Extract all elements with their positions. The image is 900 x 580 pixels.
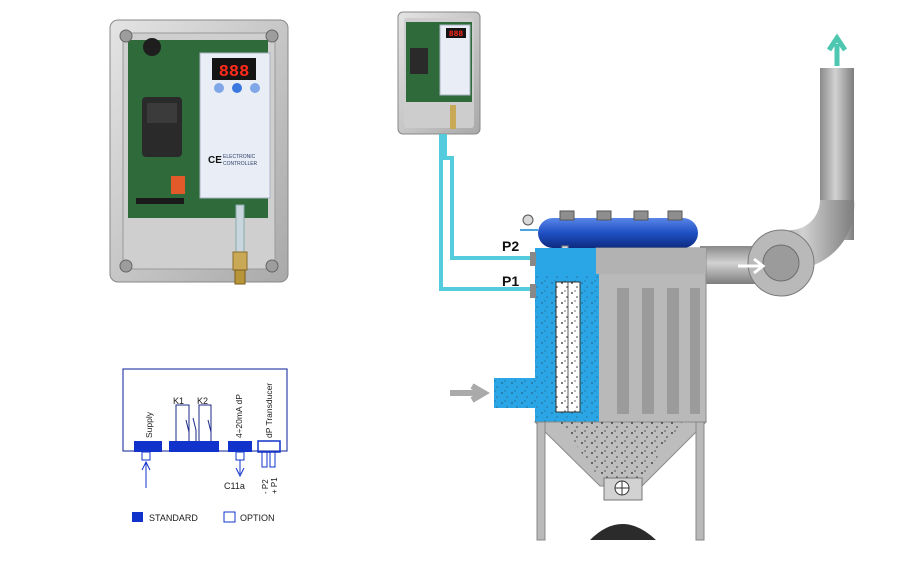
dust-collector	[450, 247, 708, 541]
analog-terminal	[228, 441, 252, 452]
controller-photo-large: 888 CE ELECTRONIC CONTROLLER	[109, 19, 289, 285]
controller-photo-small: 888	[397, 11, 481, 135]
p2-port	[530, 252, 536, 266]
screw-icon	[119, 259, 133, 273]
supply-terminal	[134, 441, 162, 452]
legend-standard-label: STANDARD	[149, 513, 198, 523]
output-arrow-icon	[235, 467, 245, 478]
led-display-small: 888	[449, 30, 464, 39]
exhaust-arrow-icon	[826, 33, 848, 66]
pressure-fitting	[232, 251, 248, 271]
p2-terminal-label: - P2	[261, 479, 270, 494]
rotary-valve-icon	[614, 480, 630, 496]
screw-icon	[119, 29, 133, 43]
relay-terminal	[169, 441, 219, 452]
transducer-label: dP Transducer	[264, 383, 274, 438]
screw-icon	[265, 29, 279, 43]
air-tank	[520, 210, 698, 277]
left-arrow-button[interactable]	[214, 83, 224, 93]
pressure-gauge-icon	[522, 214, 534, 226]
led-display	[212, 58, 256, 80]
analog-label: 4÷20mA dP	[234, 394, 244, 438]
p1-tube	[439, 134, 535, 291]
flow-out-arrow-icon	[738, 257, 766, 275]
valve-icons	[559, 210, 683, 221]
p2-label: P2	[502, 238, 519, 254]
exhaust-duct	[700, 33, 855, 297]
p1-terminal-label: + P1	[270, 477, 279, 494]
panel-label-2: CONTROLLER	[223, 161, 258, 167]
led-display-value: 888	[219, 63, 250, 82]
p2-tube	[443, 134, 535, 260]
flow-in-arrow-icon	[450, 383, 490, 403]
filter-bags	[617, 288, 700, 414]
wiring-outline	[122, 368, 288, 452]
legend-standard-swatch	[132, 512, 143, 522]
screw-icon	[265, 259, 279, 273]
p1-label: P1	[502, 273, 519, 289]
k2-label: K2	[197, 396, 208, 406]
supply-label: Supply	[144, 411, 154, 438]
set-button[interactable]	[232, 83, 242, 93]
panel-label-1: ELECTRONIC	[223, 154, 256, 160]
legend-option-swatch	[223, 511, 236, 523]
p1-port	[530, 284, 536, 298]
k1-label: K1	[173, 396, 184, 406]
dust-pile	[590, 524, 656, 540]
wiring-diagram: K1 K2 Supply 4÷20mA dP dP Transducer C11…	[122, 368, 288, 523]
c11a-label: C11a	[224, 481, 245, 491]
right-arrow-button[interactable]	[250, 83, 260, 93]
transducer-terminal	[257, 440, 281, 453]
legend-option-label: OPTION	[240, 513, 275, 523]
supply-arrow-icon	[141, 460, 151, 471]
ce-mark: CE	[208, 155, 222, 166]
